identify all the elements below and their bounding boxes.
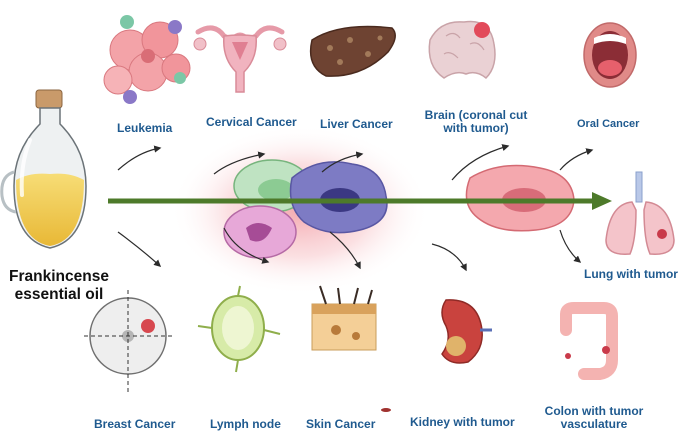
brain-icon [428, 20, 496, 80]
label-lung: Lung with tumor [584, 267, 678, 281]
lymph-node-icon [197, 285, 281, 373]
label-cervical: Cervical Cancer [206, 115, 297, 129]
main-arrow [108, 192, 612, 210]
uterus-icon [193, 25, 287, 93]
lungs-icon [605, 171, 675, 255]
oil-bottle-icon [0, 89, 87, 249]
label-leukemia: Leukemia [117, 121, 173, 135]
tumor-cell-icon [465, 164, 575, 232]
colon-icon [560, 302, 618, 380]
label-oral: Oral Cancer [577, 118, 640, 130]
label-colon-line-2: vasculature [560, 417, 628, 431]
leukemia-cells-icon [103, 15, 191, 104]
label-skin: Skin Cancer [306, 417, 376, 431]
pointer-arrows [117, 144, 594, 272]
label-lymph: Lymph node [210, 417, 281, 431]
decoration-mark [381, 408, 391, 412]
mouth-icon [583, 22, 637, 88]
breast-icon [84, 290, 172, 392]
label-colon-line-1: Colon with tumor [544, 404, 644, 418]
source-title-line-1: Frankincense [9, 268, 109, 285]
label-brain: Brain (coronal cut with tumor) [414, 109, 538, 135]
label-liver: Liver Cancer [320, 117, 393, 131]
label-kidney: Kidney with tumor [410, 415, 515, 429]
liver-icon [309, 25, 396, 77]
label-breast: Breast Cancer [94, 417, 176, 431]
skin-layers-icon [311, 285, 377, 351]
label-brain-line-1: Brain (coronal cut [424, 108, 528, 122]
label-colon: Colon with tumor vasculature [538, 405, 650, 431]
label-brain-line-2: with tumor) [443, 121, 509, 135]
source-title-line-2: essential oil [14, 286, 104, 303]
source-title: Frankincense essential oil [0, 268, 118, 304]
kidney-icon [441, 299, 492, 364]
